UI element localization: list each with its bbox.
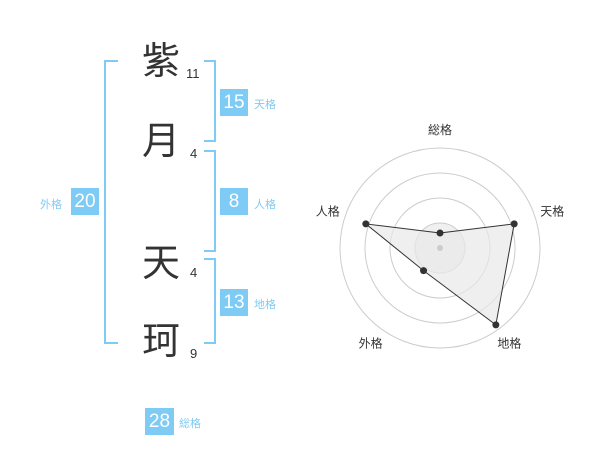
radar-axis-label-3: 外格 <box>359 335 383 350</box>
soukaku-label: 総格 <box>179 417 201 430</box>
chikaku-label: 地格 <box>254 298 276 311</box>
radar-axis-label-0: 総格 <box>428 122 452 137</box>
tenkaku-bracket <box>204 60 216 142</box>
radar-point-3 <box>420 267 428 275</box>
radar-center <box>437 245 443 251</box>
tenkaku-value: 15 <box>220 89 248 116</box>
radar-point-1 <box>510 220 518 228</box>
tenkaku-label: 天格 <box>254 98 276 111</box>
gaikaku-bracket <box>104 60 118 344</box>
gaikaku-label: 外格 <box>40 198 62 211</box>
radar-point-2 <box>492 321 500 329</box>
name-char-3: 天 <box>142 241 181 285</box>
chikaku-value: 13 <box>220 289 248 316</box>
stroke-count-4: 9 <box>190 346 198 361</box>
radar-axis-label-2: 地格 <box>497 335 521 350</box>
stroke-count-1: 11 <box>186 66 200 81</box>
gaikaku-value: 20 <box>71 188 99 215</box>
stroke-count-3: 4 <box>190 265 198 280</box>
radar-axis-label-4: 人格 <box>316 204 340 219</box>
radar-point-0 <box>436 229 444 237</box>
radar-series-area <box>364 223 515 326</box>
radar-ring-4 <box>339 147 541 349</box>
jinkaku-bracket <box>204 150 216 252</box>
name-char-1: 紫 <box>142 39 181 83</box>
radar-point-4 <box>362 220 370 228</box>
jinkaku-value: 8 <box>220 188 248 215</box>
name-char-4: 珂 <box>142 319 181 363</box>
name-char-2: 月 <box>142 119 181 163</box>
radar-axis-label-1: 天格 <box>540 204 564 219</box>
stroke-count-2: 4 <box>190 146 198 161</box>
soukaku-value: 28 <box>145 408 174 435</box>
chikaku-bracket <box>204 258 216 344</box>
jinkaku-label: 人格 <box>254 198 276 211</box>
radar-ring-3 <box>364 172 516 324</box>
